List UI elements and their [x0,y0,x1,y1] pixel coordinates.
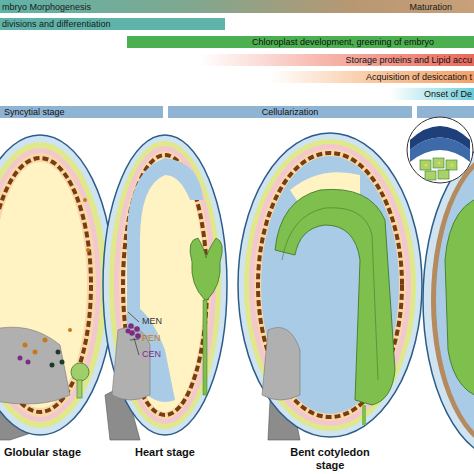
stage-label: Bent cotyledon stage [280,446,380,472]
bar-label: Onset of De [424,88,472,100]
bar-label: Acquisition of desiccation t [366,71,472,83]
timeline-bar: Storage proteins and Lipid accu [200,54,474,66]
tissue-label: PEN [142,333,161,344]
timeline-bar: Onset of De [390,88,474,100]
timeline-bar: divisions and differentiation [0,18,225,30]
tissue-label: CEN [142,349,161,360]
tissue-label: MEN [142,316,162,327]
bar-label: Cellularization [262,106,319,118]
mature-seed [423,140,474,460]
bar-label: Chloroplast development, greening of emb… [252,36,434,48]
bar-label: Storage proteins and Lipid accu [345,54,472,66]
bar-label: Maturation [409,1,452,13]
stage-bar [417,106,474,118]
timeline-bar: Acquisition of desiccation t [270,71,474,83]
leader-lines [128,312,139,355]
bar-label: mbryo Morphogenesis [2,1,91,13]
stage-label: Heart stage [135,446,195,459]
heart-seed [103,135,227,440]
bent-cotyledon-seed [238,133,422,440]
timeline-bar: Syncytial stage [0,106,163,118]
cell-inset [407,117,473,183]
globular-seed [0,135,114,440]
timeline-bar: mbryo Morphogenesis Maturation [0,0,474,13]
bar-label: Syncytial stage [4,106,65,118]
stage-label: Globular stage [4,446,81,459]
bar-label: divisions and differentiation [2,18,110,30]
timeline-bar: Chloroplast development, greening of emb… [127,36,474,48]
timeline-bar: Cellularization [168,106,412,118]
